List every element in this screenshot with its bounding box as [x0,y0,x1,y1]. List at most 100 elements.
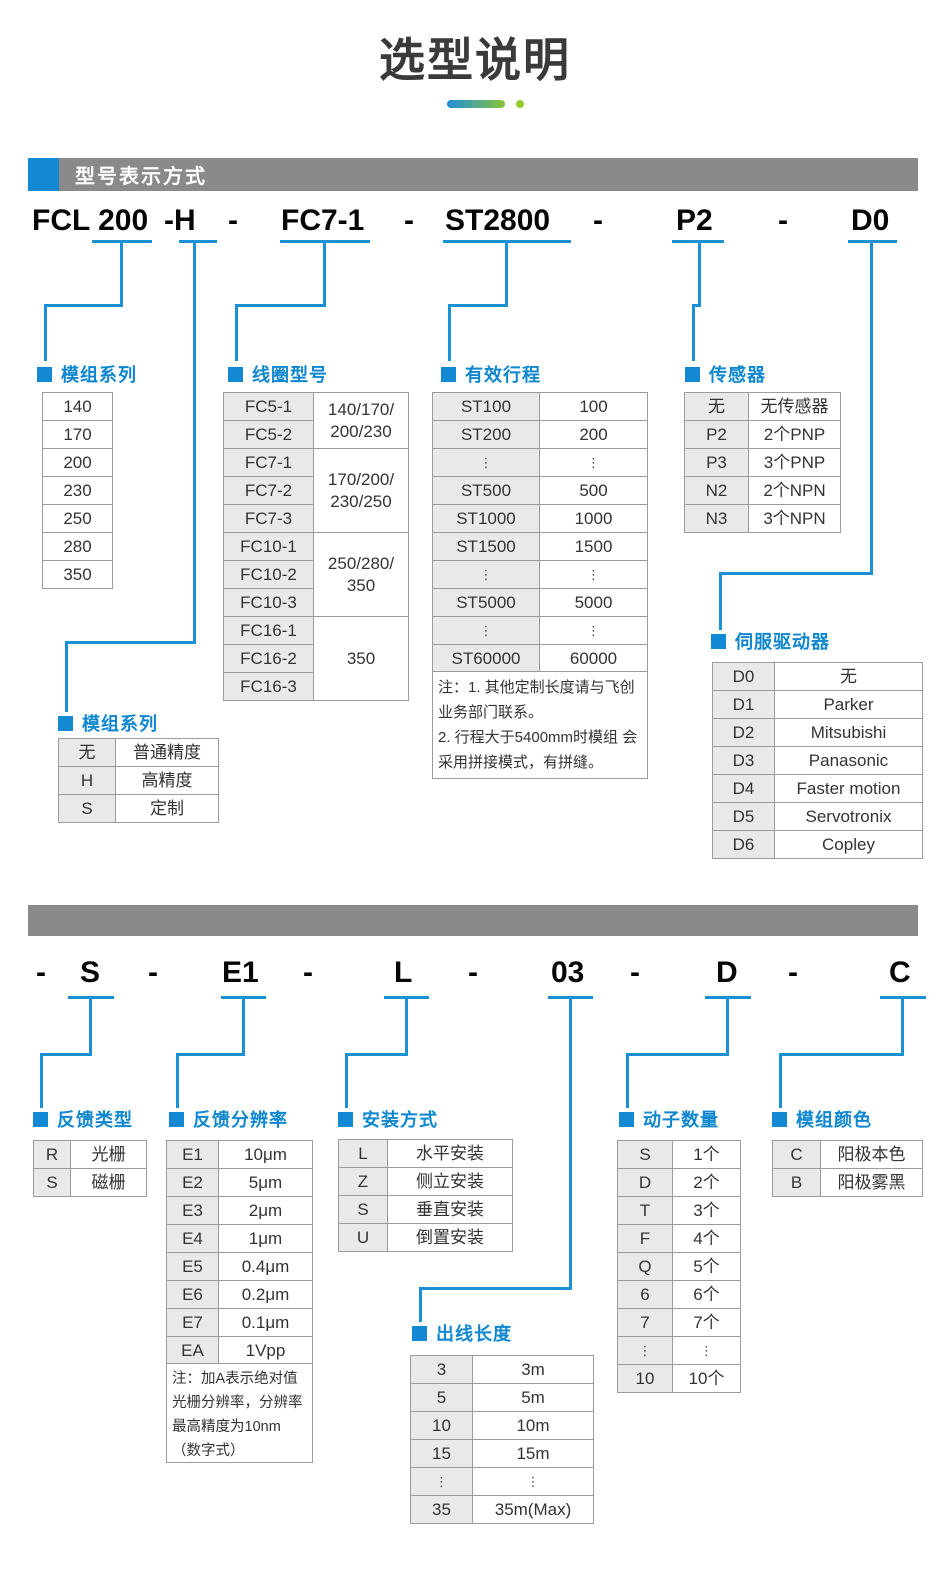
code-cell: Q [617,1252,673,1281]
value-cell: 350 [42,560,113,589]
connector-line [235,304,238,361]
label-text: 反馈类型 [57,1110,133,1130]
ellipsis-cell: ⋮ [539,616,648,645]
code-cell: ST1500 [432,532,540,561]
stroke-note: 注：1. 其他定制长度请与飞创 业务部门联系。 2. 行程大于5400mm时模组… [432,671,648,779]
code-cell: FC5-1 [223,392,314,421]
model-part-feedback-res: E1 [222,956,259,989]
value-cell: 高精度 [115,766,219,795]
section2-header-bar [28,905,918,936]
value-cell: 水平安装 [387,1139,513,1168]
code-cell: C [772,1140,821,1169]
code-cell: FC10-1 [223,532,314,561]
ellipsis-cell: ⋮ [472,1467,594,1496]
value-cell: Mitsubishi [774,718,923,747]
code-cell: 35 [410,1495,473,1524]
model-underline [548,996,593,999]
ellipsis-cell: ⋮ [617,1336,673,1365]
value-cell: Faster motion [774,774,923,803]
value-cell: 磁栅 [70,1168,147,1197]
label-effective-stroke: 有效行程 [441,361,541,387]
label-square-icon [37,366,52,382]
value-cell: 350 [313,616,409,701]
value-cell: 1μm [218,1224,313,1253]
code-cell: F [617,1224,673,1253]
code-cell: E5 [166,1252,219,1281]
code-cell: 10 [410,1411,473,1440]
label-servo-driver: 伺服驱动器 [711,628,830,654]
code-cell: 7 [617,1308,673,1337]
code-cell: 3 [410,1355,473,1384]
value-cell: 2个PNP [748,420,841,449]
connector-line [44,304,47,361]
value-cell: Copley [774,830,923,859]
title-divider-dot-icon [516,100,524,108]
connector-line [120,243,123,304]
code-cell: D4 [712,774,775,803]
value-cell: 35m(Max) [472,1495,594,1524]
connector-line [692,304,701,307]
label-text: 传感器 [709,365,766,385]
connector-line [779,1053,782,1108]
model-dash: - [778,204,788,237]
value-cell: 1000 [539,504,648,533]
connector-line [40,1053,92,1056]
label-square-icon [441,366,456,382]
value-cell: 250 [42,504,113,533]
code-cell: E4 [166,1224,219,1253]
value-cell: 5m [472,1383,594,1412]
connector-line [626,1053,729,1056]
code-cell: D3 [712,746,775,775]
connector-line [345,1053,408,1056]
code-cell: E2 [166,1168,219,1197]
connector-line [176,1053,245,1056]
value-cell: 阳极雾黑 [820,1168,923,1197]
value-cell: 140/170/ 200/230 [313,392,409,449]
connector-line [719,572,722,630]
value-cell: 170/200/ 230/250 [313,448,409,533]
label-module-color: 模组颜色 [772,1106,872,1132]
ellipsis-cell: ⋮ [410,1467,473,1496]
value-cell: 1Vpp [218,1336,313,1365]
model-dash: - [36,956,46,989]
code-cell: N3 [684,504,749,533]
value-cell: 170 [42,420,113,449]
label-text: 线圈型号 [252,365,328,385]
label-text: 反馈分辨率 [193,1110,288,1130]
value-cell: 4个 [672,1224,741,1253]
label-module-series: 模组系列 [37,361,137,387]
connector-line [345,1053,348,1108]
value-cell: 定制 [115,794,219,823]
code-cell: S [617,1140,673,1169]
code-cell: ST60000 [432,644,540,673]
value-cell: 1500 [539,532,648,561]
connector-line [626,1053,629,1108]
code-cell: E6 [166,1280,219,1309]
model-dash: - [303,956,313,989]
model-underline [68,996,114,999]
label-text: 动子数量 [643,1110,719,1130]
model-part-precision: -H [164,204,196,237]
model-underline [672,240,724,243]
model-part-driver: D0 [851,204,890,237]
model-underline [443,240,571,243]
model-dash: - [788,956,798,989]
value-cell: 1个 [672,1140,741,1169]
value-cell: 200 [539,420,648,449]
code-cell: ST1000 [432,504,540,533]
model-underline [705,996,751,999]
connector-line [505,243,508,304]
model-part-color: C [889,956,911,989]
model-dash: - [148,956,158,989]
value-cell: 无传感器 [748,392,841,421]
label-text: 有效行程 [465,365,541,385]
label-square-icon [685,366,700,382]
label-square-icon [58,715,73,731]
value-cell: 光栅 [70,1140,147,1169]
model-part-sensor: P2 [676,204,713,237]
label-mover-count: 动子数量 [619,1106,719,1132]
label-square-icon [772,1111,787,1127]
code-cell: D6 [712,830,775,859]
